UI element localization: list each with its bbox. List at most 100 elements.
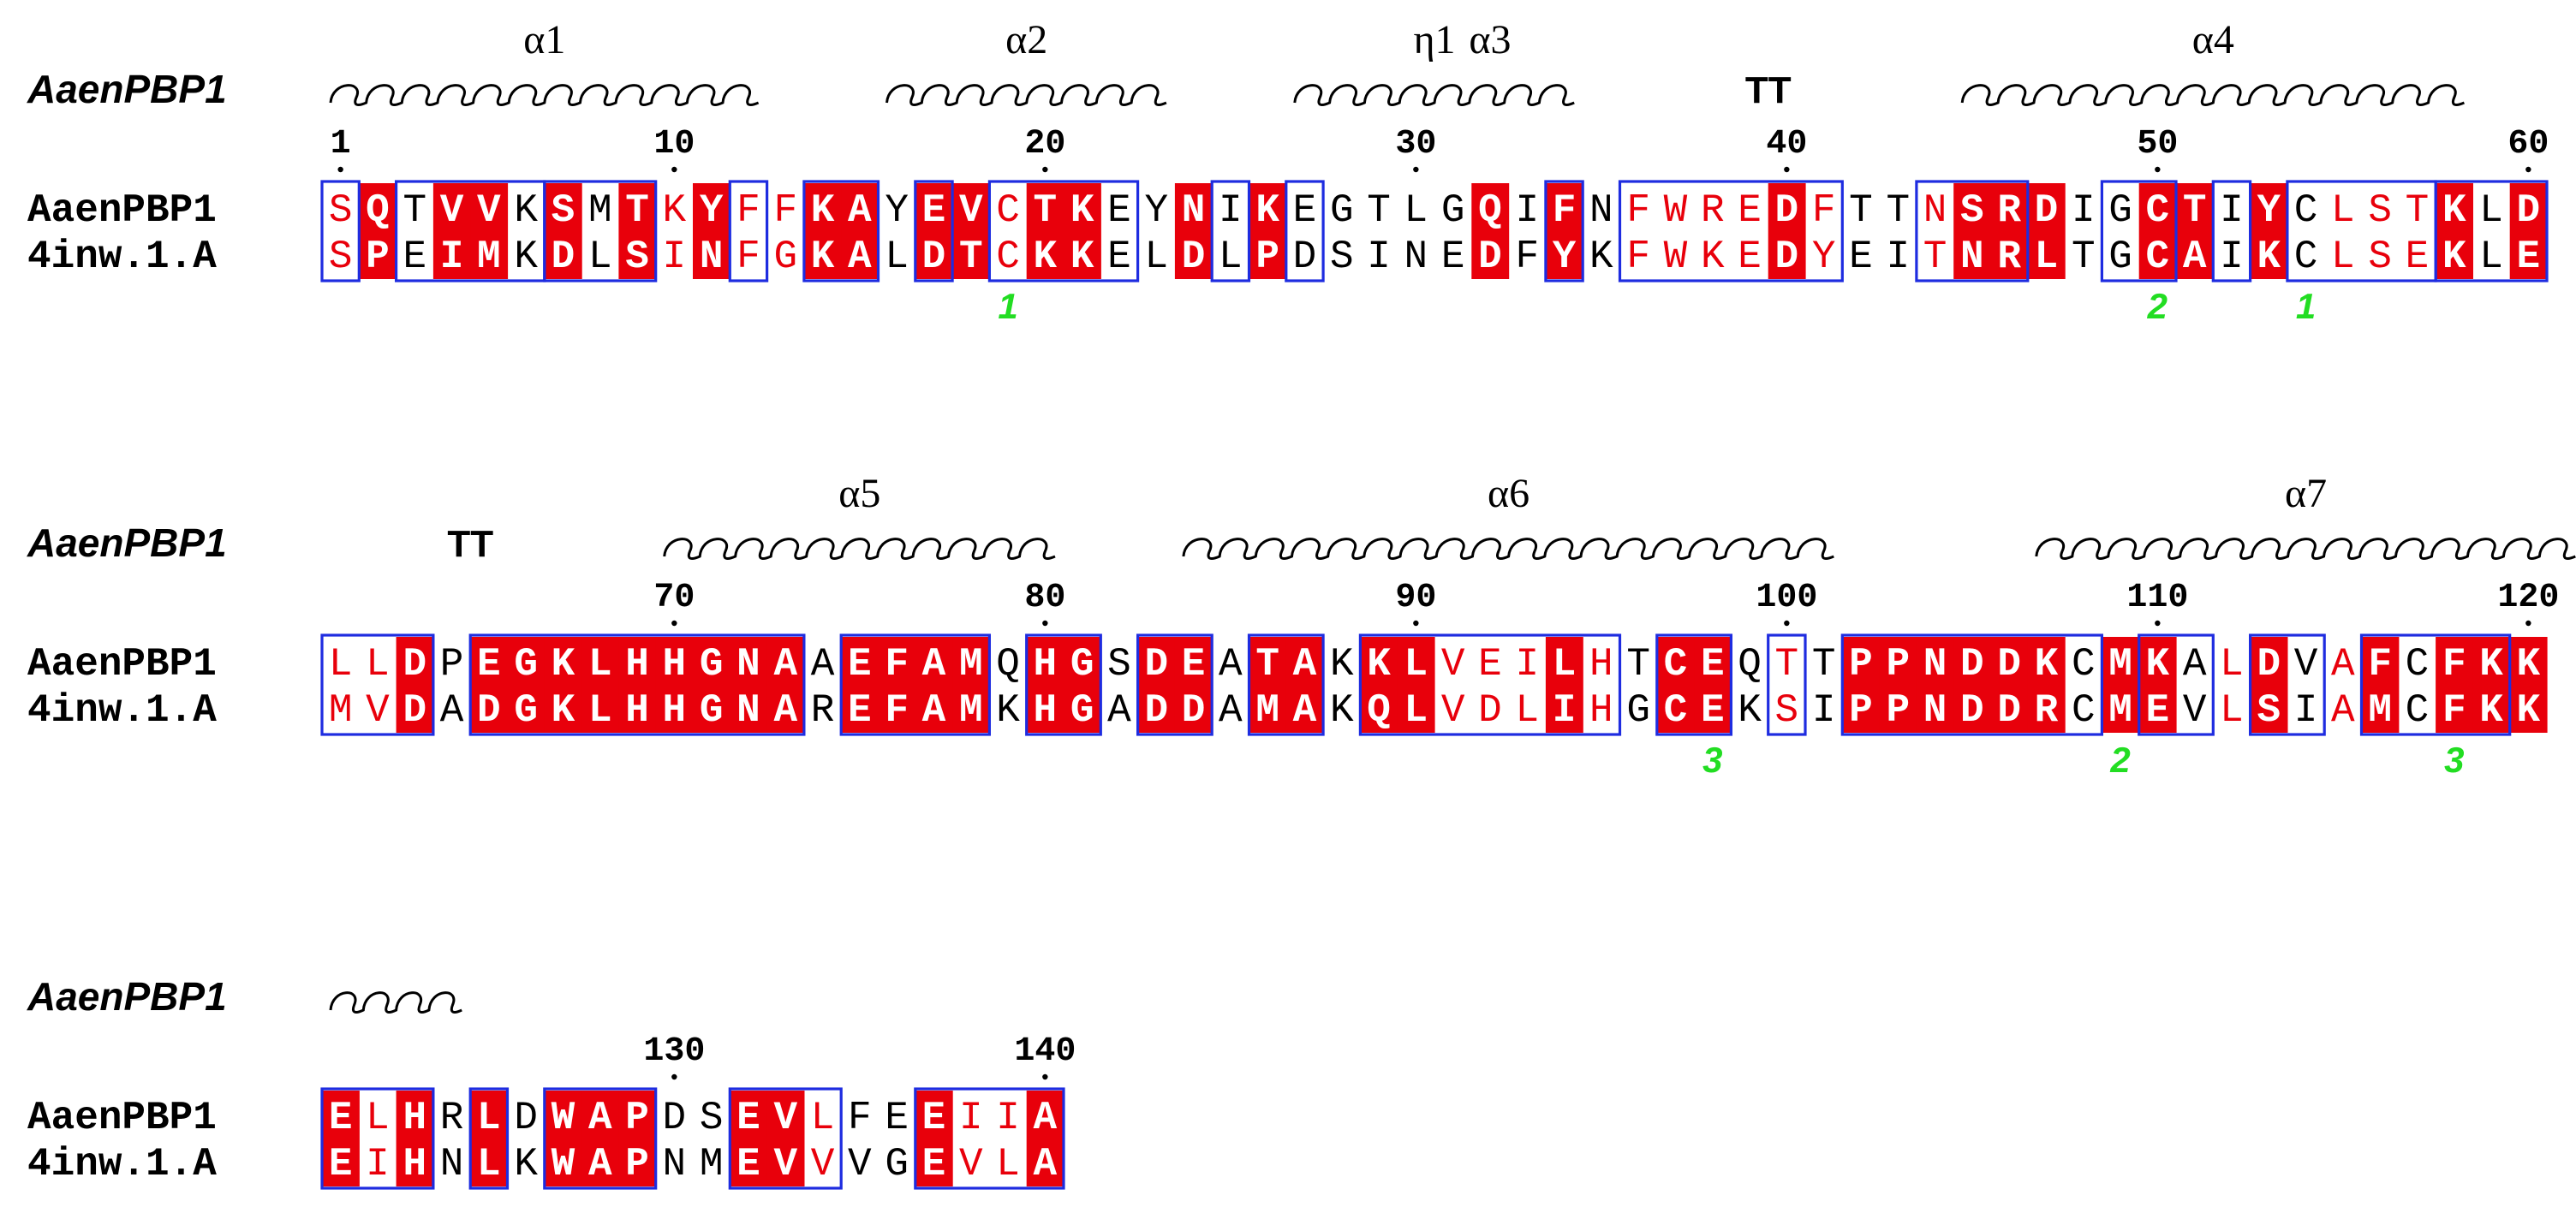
residue: H (1589, 642, 1613, 687)
identity-highlight (915, 637, 953, 733)
residue: E (1107, 235, 1131, 279)
identity-highlight (2509, 637, 2548, 733)
residue: D (552, 235, 575, 279)
residue: T (625, 188, 649, 233)
residue: L (366, 642, 390, 687)
residue: F (885, 642, 909, 687)
identity-highlight (470, 637, 509, 733)
residue: H (625, 642, 649, 687)
residue: L (1553, 642, 1577, 687)
residue: H (663, 642, 687, 687)
conservation-box (2359, 633, 2512, 736)
residue: E (1107, 188, 1131, 233)
residue: N (1182, 188, 1206, 233)
residue-number: 70 (653, 579, 695, 617)
identity-highlight (1656, 637, 1695, 733)
identity-highlight (2027, 183, 2066, 279)
identity-highlight (952, 183, 990, 279)
residue: E (1849, 235, 1873, 279)
residue: D (402, 642, 426, 687)
residue: H (1034, 642, 1058, 687)
identity-highlight (655, 637, 694, 733)
residue: S (329, 235, 353, 279)
residue-number: 30 (1395, 125, 1436, 164)
residue: Q (1367, 688, 1391, 733)
residue-number: 60 (2507, 125, 2549, 164)
identity-highlight (544, 1091, 582, 1186)
residue: T (1034, 188, 1058, 233)
residue: M (2368, 688, 2392, 733)
residue: L (996, 1142, 1020, 1186)
residue: E (848, 642, 872, 687)
residue: I (996, 1096, 1020, 1140)
identity-highlight (507, 637, 546, 733)
seq-name: 4inw.1.A (27, 235, 217, 279)
residue-dot (1413, 166, 1419, 173)
residue: A (1107, 688, 1131, 733)
helix-label: α6 (1488, 471, 1530, 516)
conservation-box (2100, 180, 2178, 282)
residue: L (588, 688, 612, 733)
identity-highlight (1953, 183, 1992, 279)
residue: T (1886, 188, 1910, 233)
residue: G (1070, 688, 1094, 733)
residue: T (1923, 235, 1947, 279)
conservation-box (320, 180, 361, 282)
residue-dot (2525, 166, 2531, 173)
residue: M (588, 188, 612, 233)
residue: V (477, 188, 501, 233)
identity-highlight (1694, 637, 1732, 733)
residue: R (2035, 688, 2059, 733)
conservation-box (2211, 180, 2252, 282)
residue: M (959, 688, 983, 733)
residue: F (2442, 642, 2466, 687)
conservation-box (1025, 633, 1102, 736)
helix-label: α5 (838, 471, 880, 516)
residue: S (2257, 688, 2281, 733)
residue: D (663, 1096, 687, 1140)
helix-glyph (886, 84, 1167, 106)
residue: G (1441, 188, 1465, 233)
identity-highlight (1768, 183, 1806, 279)
residue: L (477, 1096, 501, 1140)
residue: R (1997, 188, 2021, 233)
identity-highlight (1064, 637, 1101, 733)
residue: F (773, 188, 797, 233)
residue: E (1738, 235, 1762, 279)
residue: A (1219, 642, 1243, 687)
residue: N (1923, 688, 1947, 733)
identity-highlight (1026, 1091, 1064, 1186)
residue: D (1478, 688, 1502, 733)
residue: I (2294, 688, 2318, 733)
residue: S (2368, 188, 2392, 233)
residue: R (1701, 188, 1725, 233)
residue: A (848, 235, 872, 279)
residue: V (1441, 642, 1465, 687)
identity-highlight (766, 1091, 805, 1186)
residue: G (2108, 188, 2132, 233)
residue: T (959, 235, 983, 279)
residue: G (773, 235, 797, 279)
identity-highlight (2250, 637, 2288, 733)
residue: L (329, 642, 353, 687)
residue: V (2183, 688, 2207, 733)
ssbond-label: 2 (2109, 740, 2130, 780)
ss-row-label: AaenPBP1 (27, 67, 227, 111)
residue: W (552, 1142, 575, 1186)
residue: K (514, 1142, 538, 1186)
residue: T (2183, 188, 2207, 233)
residue: K (1589, 235, 1613, 279)
seq-name: 4inw.1.A (27, 688, 217, 733)
conservation-box (543, 1087, 658, 1190)
residue: C (2146, 235, 2170, 279)
residue: I (1515, 188, 1539, 233)
residue: L (2220, 688, 2244, 733)
residue: L (1404, 642, 1428, 687)
identity-highlight (878, 637, 916, 733)
residue: F (736, 188, 760, 233)
residue: L (2035, 235, 2059, 279)
residue: K (1367, 642, 1391, 687)
residue: C (2294, 188, 2318, 233)
residue-dot (1042, 620, 1048, 627)
residue: K (1255, 188, 1279, 233)
